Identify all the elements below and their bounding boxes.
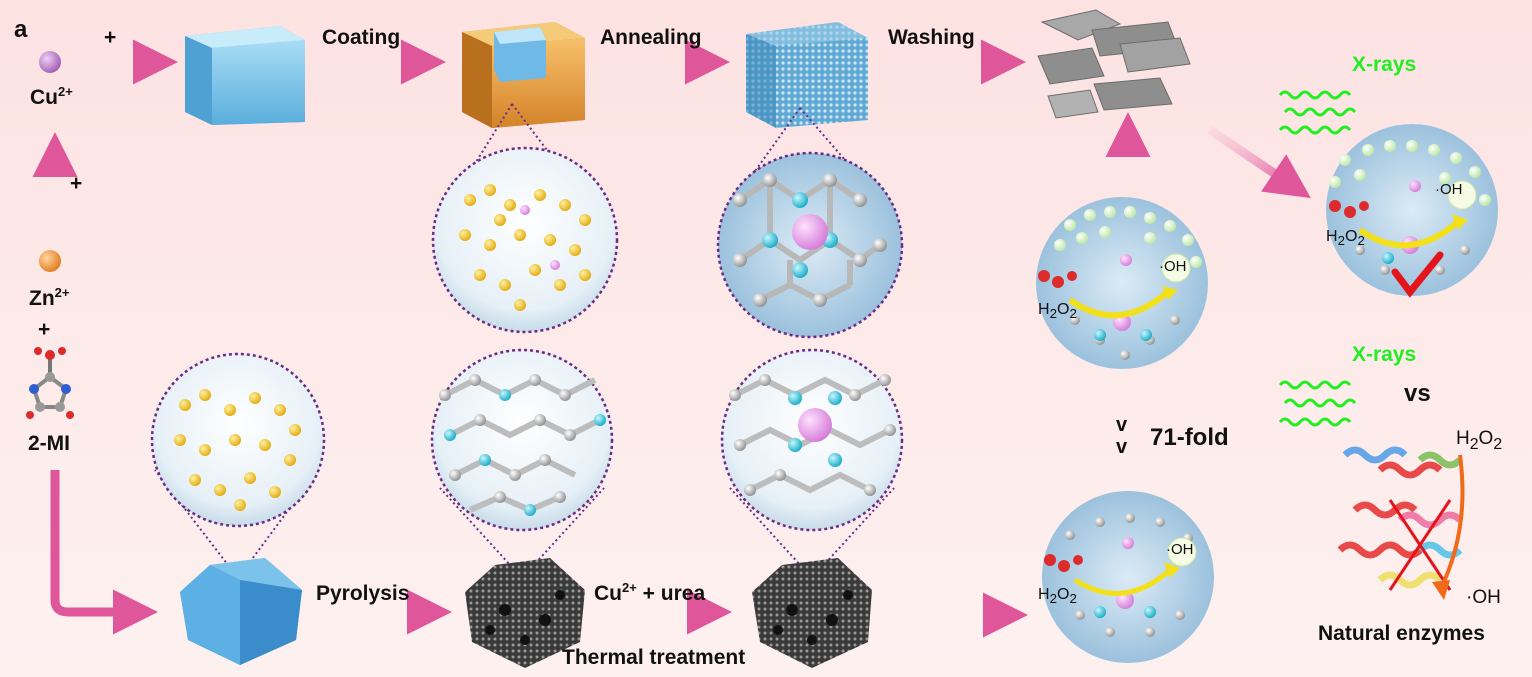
h2o2-mid-sub1: 2 bbox=[1049, 306, 1057, 322]
h2o2-top-sub2: 2 bbox=[1357, 233, 1365, 249]
vs-label: vs bbox=[1404, 380, 1431, 407]
cu-n4-sheet-circle bbox=[720, 348, 904, 532]
h2o2-bot-o: O bbox=[1056, 586, 1070, 603]
carbon-dodecahedron-2 bbox=[752, 558, 872, 668]
2-mi-molecule-icon bbox=[26, 347, 74, 419]
zn-ion-sphere bbox=[39, 250, 61, 272]
fold-label: 71-fold bbox=[1150, 424, 1229, 451]
catalyst-circle-bottom bbox=[1042, 491, 1214, 663]
step-thermal-treatment: Thermal treatment bbox=[562, 646, 746, 669]
natural-enzyme-structure bbox=[1337, 446, 1465, 600]
cu-urea-charge: 2+ bbox=[622, 580, 637, 595]
step-washing: Washing bbox=[888, 26, 975, 49]
template-cube bbox=[185, 26, 305, 125]
natural-enzymes-label: Natural enzymes bbox=[1318, 622, 1485, 645]
plus-sign-ligand: + bbox=[38, 318, 51, 341]
zn-ion-base: Zn bbox=[29, 287, 55, 310]
h2o2-bot-sub1: 2 bbox=[1049, 591, 1057, 607]
xray-waves-bottom-icon bbox=[1278, 380, 1357, 427]
oh-label-top-right: ·OH bbox=[1435, 181, 1463, 198]
h2o2-label-top-right: H2O2 bbox=[1326, 228, 1365, 248]
carbon-sheet-circle bbox=[430, 348, 614, 532]
zif-dodecahedron bbox=[180, 558, 302, 665]
xray-waves-top-icon bbox=[1278, 90, 1357, 135]
zn-ion-charge: 2+ bbox=[54, 285, 70, 300]
h2o2-label-bottom: H2O2 bbox=[1038, 586, 1077, 606]
oh-label-bottom: ·OH bbox=[1166, 541, 1194, 558]
cu-ion-label: Cu2+ bbox=[30, 84, 73, 110]
xrays-label-top: X-rays bbox=[1352, 53, 1417, 76]
cu-ion-charge: 2+ bbox=[58, 84, 73, 99]
h2o2-top-sub1: 2 bbox=[1337, 233, 1345, 249]
h2o2-enz-h: H bbox=[1456, 428, 1470, 449]
arrow-washing-diag bbox=[1207, 126, 1311, 199]
oh-label-enzyme: ·OH bbox=[1466, 587, 1501, 608]
washed-flakes bbox=[1037, 9, 1191, 119]
oh-label-middle: ·OH bbox=[1159, 258, 1187, 275]
h2o2-bot-sub2: 2 bbox=[1069, 591, 1077, 607]
h2o2-enz-sub1: 2 bbox=[1469, 435, 1479, 453]
zn-ion-label: Zn2+ bbox=[29, 285, 69, 311]
h2o2-mid-o: O bbox=[1056, 301, 1070, 318]
h2o2-enz-o: O bbox=[1478, 428, 1494, 449]
step-cu-urea: Cu2+ + urea bbox=[594, 580, 705, 606]
plus-sign-zn: + bbox=[70, 172, 83, 195]
annealed-cube bbox=[746, 22, 868, 128]
xrays-label-bottom: X-rays bbox=[1352, 343, 1417, 366]
panel-label: a bbox=[14, 16, 28, 43]
h2o2-top-h: H bbox=[1326, 228, 1338, 245]
catalyst-circle-middle bbox=[1036, 197, 1208, 369]
cu-ion-base: Cu bbox=[30, 86, 58, 109]
arrow-down-to-pyrolysis bbox=[50, 470, 158, 635]
h2o2-mid-sub2: 2 bbox=[1069, 306, 1077, 322]
cu-urea-base: Cu bbox=[594, 582, 622, 605]
coated-cube bbox=[462, 22, 585, 128]
plus-sign-cu: + bbox=[104, 26, 117, 49]
cu-n4-site-circle bbox=[716, 151, 904, 339]
step-pyrolysis: Pyrolysis bbox=[316, 582, 410, 605]
cu-ion-sphere bbox=[39, 51, 61, 73]
h2o2-enz-sub2: 2 bbox=[1493, 435, 1503, 453]
ligand-label: 2-MI bbox=[28, 432, 70, 455]
zif-lattice-circle-bottom bbox=[150, 352, 326, 528]
process-arrows bbox=[32, 39, 1311, 638]
carbon-dodecahedron-1 bbox=[465, 558, 585, 668]
greater-than-sign-2: v bbox=[1116, 436, 1128, 458]
h2o2-top-o: O bbox=[1344, 228, 1358, 245]
greater-than-sign-1: v bbox=[1116, 414, 1128, 436]
cu-urea-rest: + urea bbox=[636, 582, 706, 605]
step-coating: Coating bbox=[322, 26, 401, 49]
zif-lattice-circle-top bbox=[431, 146, 619, 334]
h2o2-bot-h: H bbox=[1038, 586, 1050, 603]
check-mark-icon bbox=[1391, 251, 1444, 298]
step-annealing: Annealing bbox=[600, 26, 702, 49]
catalyst-circle-top-right bbox=[1326, 124, 1498, 298]
h2o2-label-middle: H2O2 bbox=[1038, 301, 1077, 321]
h2o2-label-enzyme: H2O2 bbox=[1456, 428, 1502, 454]
h2o2-mid-h: H bbox=[1038, 301, 1050, 318]
